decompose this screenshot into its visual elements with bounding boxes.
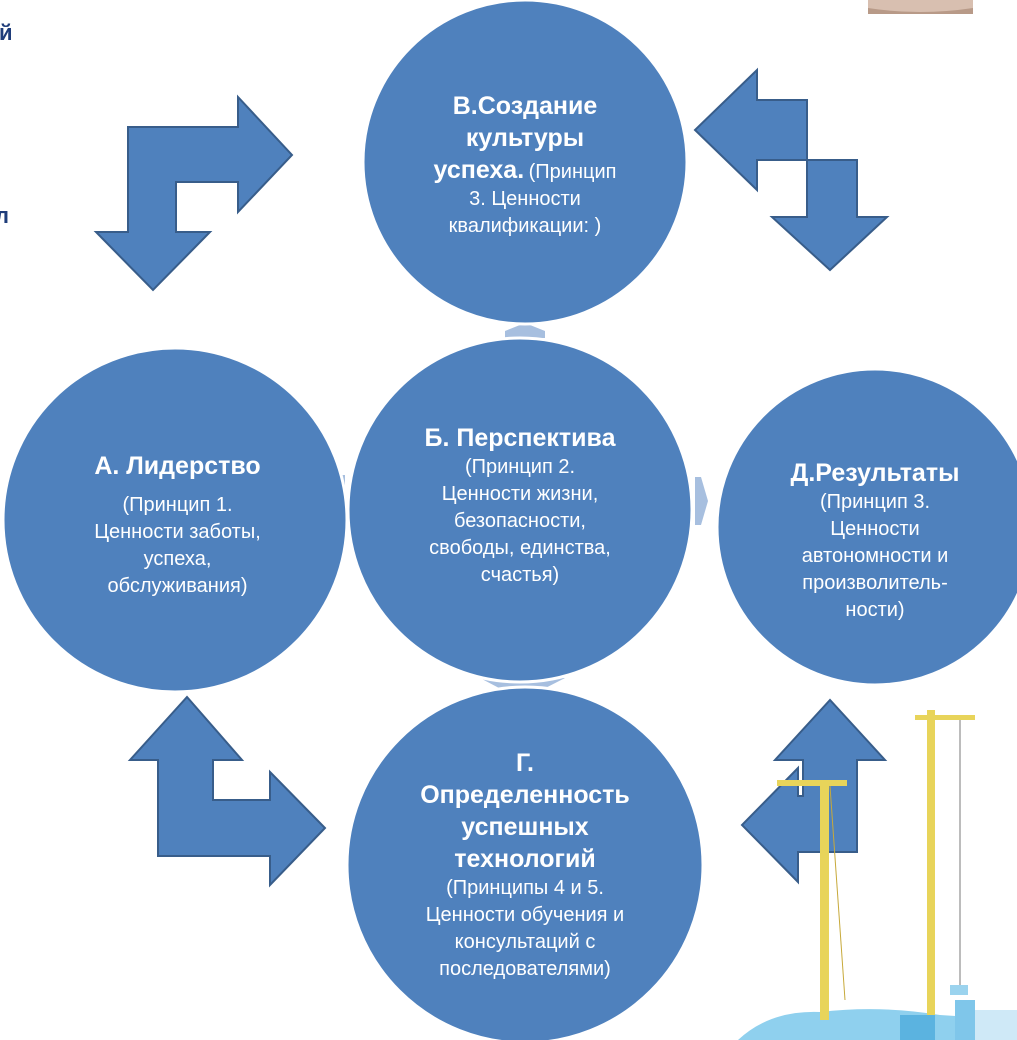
node-g-title-line-3: успешных (461, 813, 589, 841)
node-g-body-line-2: Ценности обучения и (425, 904, 625, 926)
connector-up (505, 323, 545, 338)
node-g-body-line-4: последователями) (439, 958, 611, 980)
node-v-body-line-3: квалификации: ) (448, 215, 602, 237)
node-b-body-line-5: счастья) (480, 563, 560, 586)
bent-arrow-top-left (93, 94, 294, 292)
bent-arrow-bottom-right (740, 698, 888, 885)
node-v-body-line-2: 3. Ценности (469, 188, 581, 210)
node-d-body-line-2: Ценности (830, 517, 920, 540)
node-a-text: А. Лидерство (Принцип 1. Ценности заботы… (35, 440, 320, 610)
construction-cranes-illustration (738, 710, 1017, 1040)
node-a-body-line-1: (Принцип 1. (122, 494, 233, 516)
node-a-title: А. Лидерство (94, 452, 261, 480)
node-d-body-line-3: автономности и (801, 544, 949, 567)
node-v-title-line-3: успеха. (433, 156, 525, 184)
node-g-body-line-1: (Принципы 4 и 5. (446, 877, 604, 899)
node-v-title-line-2: культуры (465, 124, 585, 152)
node-d-body-line-1: (Принцип 3. (819, 490, 931, 513)
node-g-title-line-4: технологий (454, 845, 596, 873)
node-g-body-line-3: консультаций с (454, 931, 596, 953)
bent-arrow-top-right (693, 67, 890, 272)
node-g-text: Г. Определенность успешных технологий (П… (385, 745, 665, 985)
circle-v-culture (361, 0, 689, 326)
edge-fragment-1: й (0, 20, 13, 45)
bent-arrow-bottom-left (127, 695, 327, 888)
circle-b-perspective (346, 336, 694, 684)
circle-g-technologies (345, 685, 705, 1040)
node-a-body-line-3: успеха, (143, 548, 212, 570)
node-d-text: Д.Результаты (Принцип 3. Ценности автоно… (765, 435, 985, 645)
node-a-body-line-4: обслуживания) (107, 575, 248, 597)
node-d-body-line-4: произволитель- (802, 571, 948, 594)
node-d-title: Д.Результаты (790, 458, 960, 487)
photo-corner (868, 0, 973, 14)
node-b-body-line-2: Ценности жизни, (441, 482, 599, 505)
node-b-body-line-4: свободы, единства, (429, 536, 611, 559)
node-d-body-line-5: ности) (845, 598, 905, 621)
edge-fragment-2: л (0, 203, 9, 228)
node-v-title-line-1: В.Создание (452, 92, 598, 120)
node-b-text: Б. Перспектива (Принцип 2. Ценности жизн… (375, 415, 665, 595)
node-b-body-line-1: (Принцип 2. (464, 455, 576, 478)
node-a-body-line-2: Ценности заботы, (94, 521, 261, 543)
node-b-title: Б. Перспектива (424, 423, 616, 452)
node-b-body-line-3: безопасности, (454, 509, 586, 532)
node-g-title-line-1: Г. (516, 749, 534, 777)
node-v-text: В.Создание культуры успеха. (Принцип 3. … (375, 80, 675, 250)
circle-d-results (715, 367, 1017, 687)
node-v-body-line-1: (Принцип (528, 161, 617, 183)
node-g-title-line-2: Определенность (420, 781, 630, 809)
connector-right (695, 477, 708, 525)
